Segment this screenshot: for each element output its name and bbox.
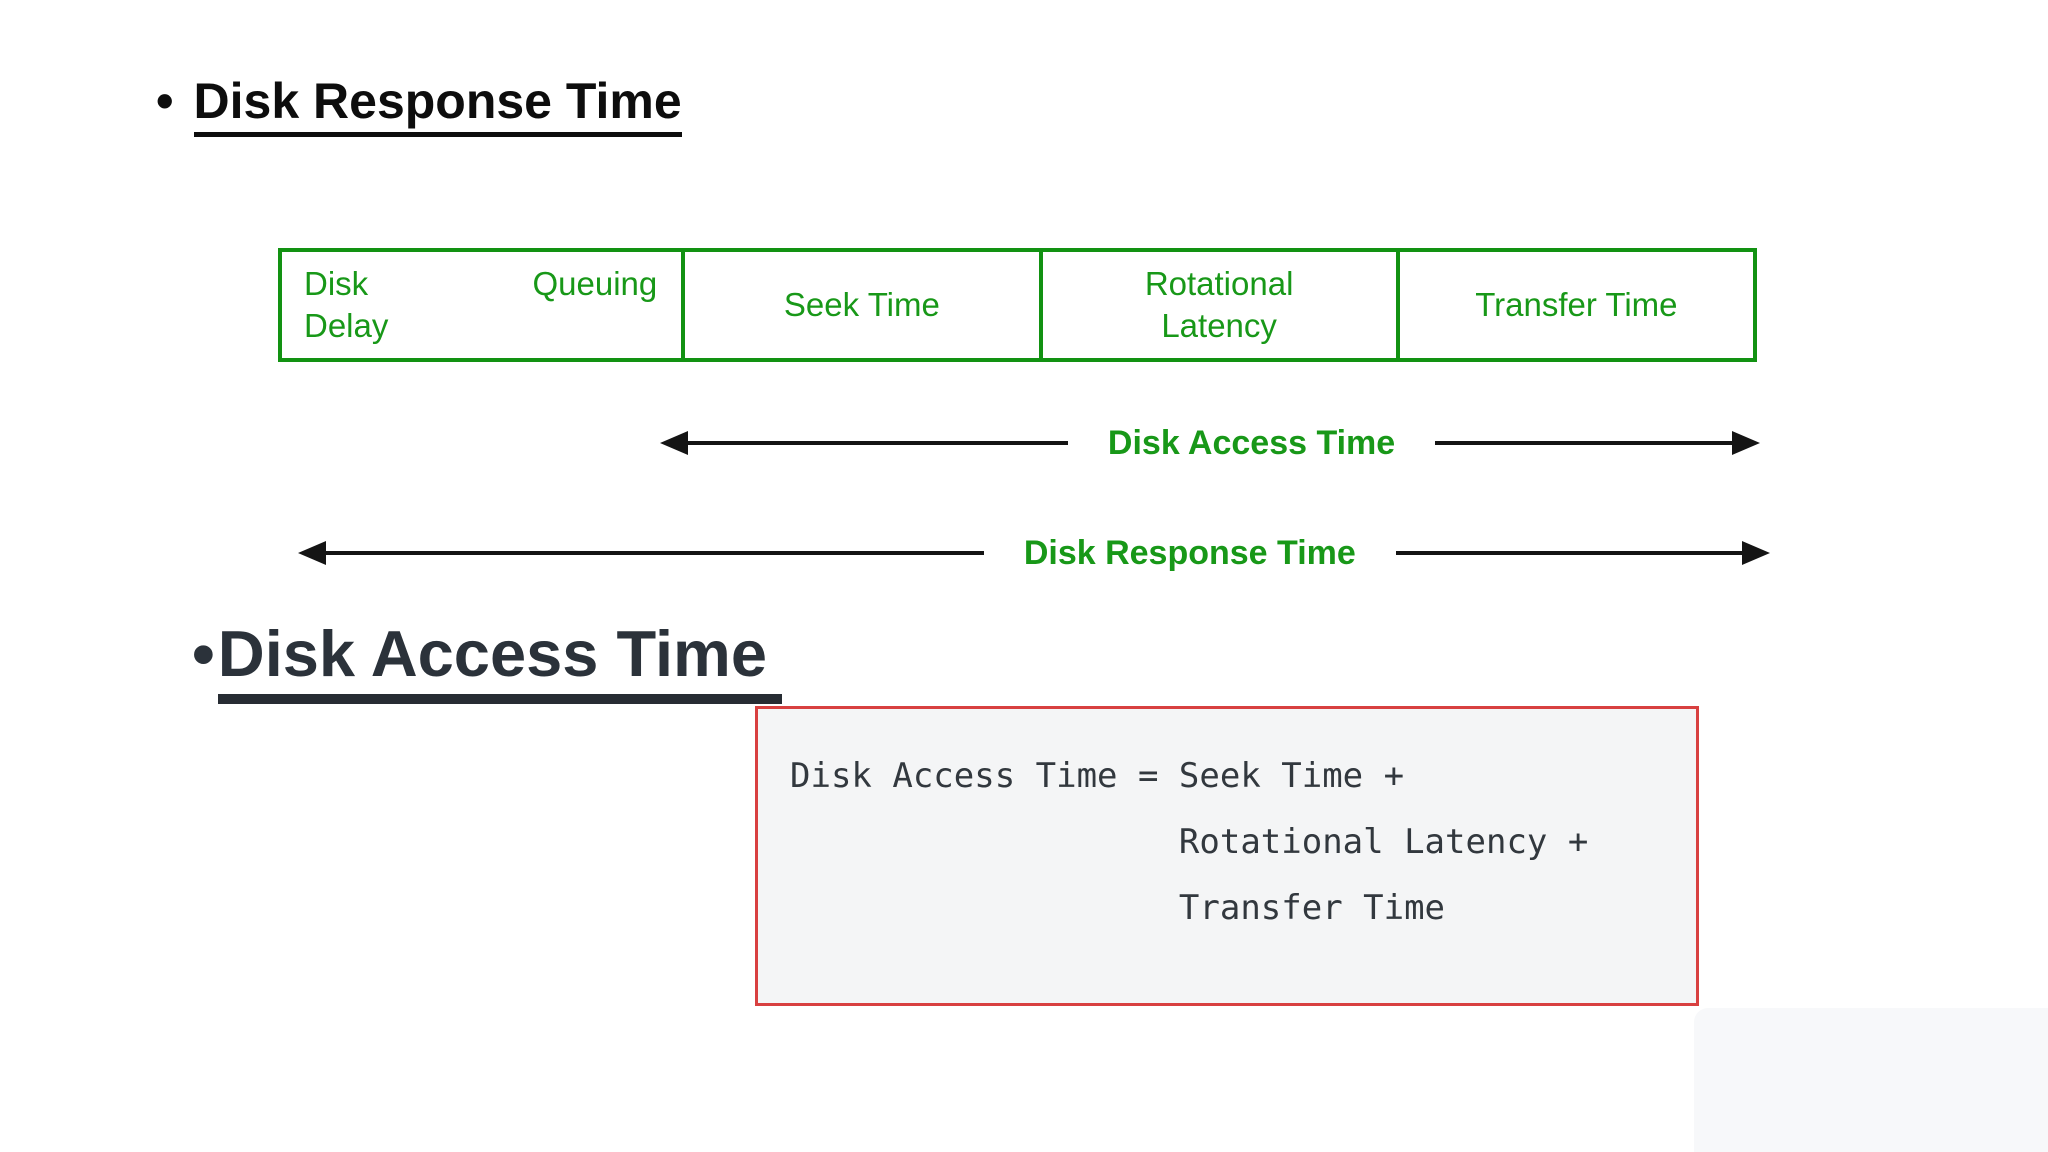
disk-response-time-arrow-label: Disk Response Time	[1023, 533, 1356, 572]
corner-overlay	[1694, 1008, 2048, 1152]
bullet-icon: •	[156, 73, 174, 129]
disk-access-time-arrow: Disk Access Time	[660, 423, 1760, 462]
arrow-left-icon	[298, 541, 326, 565]
arrow-line	[326, 551, 984, 555]
disk-response-time-arrow: Disk Response Time	[298, 533, 1770, 572]
bullet-icon: •	[192, 617, 215, 690]
arrow-line	[1435, 441, 1732, 445]
formula-line-1: Disk Access Time = Seek Time +	[790, 756, 1405, 796]
heading-disk-response-time-label: Disk Response Time	[193, 72, 682, 137]
cell-disk-queuing-delay: Disk Queuing Delay	[282, 252, 681, 358]
arrow-right-icon	[1732, 431, 1760, 455]
formula-code: Disk Access Time = Seek Time + Rotationa…	[790, 743, 1696, 941]
delay-label: Delay	[304, 307, 389, 344]
arrow-right-icon	[1742, 541, 1770, 565]
queuing-label: Queuing	[532, 265, 658, 302]
heading-disk-response-time: • Disk Response Time	[156, 72, 682, 137]
rotational-label: Rotational	[1144, 265, 1294, 302]
formula-line-3: Transfer Time	[790, 888, 1446, 928]
arrow-left-icon	[660, 431, 688, 455]
disk-time-segments-table: Disk Queuing Delay Seek Time Rotational …	[278, 248, 1757, 362]
transfer-time-label: Transfer Time	[1475, 286, 1678, 323]
heading-disk-access-time-label: Disk Access Time	[217, 616, 782, 704]
latency-label: Latency	[1161, 307, 1277, 344]
disk-access-time-arrow-label: Disk Access Time	[1107, 423, 1396, 462]
cell-transfer-time: Transfer Time	[1395, 252, 1753, 358]
formula-line-2: Rotational Latency +	[790, 822, 1589, 862]
heading-disk-access-time: • Disk Access Time	[192, 616, 782, 704]
seek-time-label: Seek Time	[783, 286, 940, 323]
disk-access-time-formula-box: Disk Access Time = Seek Time + Rotationa…	[755, 706, 1699, 1006]
cell-disk-queuing-delay-line1: Disk Queuing	[304, 263, 657, 305]
disk-label: Disk	[304, 265, 369, 302]
cell-seek-time: Seek Time	[681, 252, 1038, 358]
arrow-line	[688, 441, 1068, 445]
arrow-line	[1395, 551, 1742, 555]
cell-rotational-latency: Rotational Latency	[1038, 252, 1396, 358]
